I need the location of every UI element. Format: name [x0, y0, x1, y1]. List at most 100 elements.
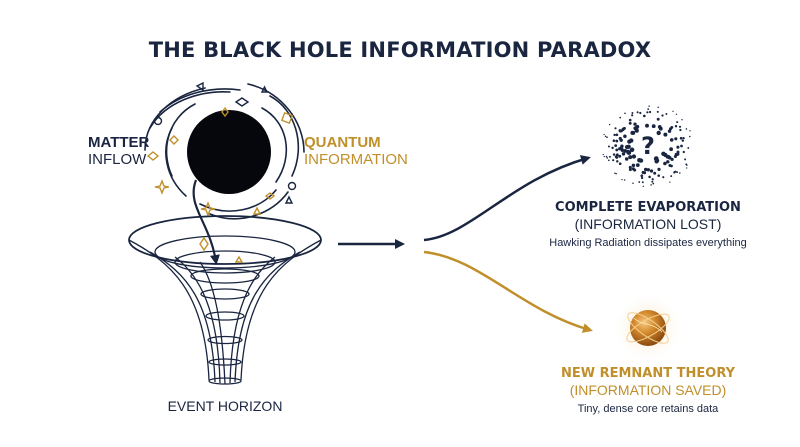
radiation-dot	[631, 154, 637, 159]
quantum-label-line2: INFORMATION	[304, 151, 408, 168]
radiation-dot	[628, 118, 632, 122]
radiation-dot	[612, 159, 615, 162]
radiation-dot	[631, 167, 635, 171]
radiation-dot	[608, 155, 611, 158]
radiation-dot	[628, 121, 632, 125]
matter-particles	[153, 81, 297, 204]
radiation-dot	[638, 181, 641, 183]
radiation-dot	[674, 137, 678, 141]
radiation-dot	[621, 152, 626, 156]
branch-arrow-saved	[423, 250, 593, 333]
radiation-dot	[623, 179, 626, 181]
radiation-dot	[676, 121, 679, 124]
radiation-dot	[653, 171, 657, 175]
radiation-dot	[656, 130, 661, 136]
radiation-dot	[687, 146, 690, 149]
radiation-dot	[656, 117, 660, 121]
radiation-dot	[680, 144, 683, 148]
radiation-dot	[606, 157, 609, 159]
radiation-dot	[605, 155, 608, 158]
radiation-dot	[641, 181, 644, 184]
radiation-dot	[639, 111, 642, 115]
radiation-dot	[642, 185, 644, 187]
radiation-dot	[618, 154, 622, 158]
remnant-subtitle: (INFORMATION SAVED)	[569, 382, 727, 398]
radiation-dot	[682, 150, 685, 154]
radiation-dot	[676, 171, 678, 174]
radiation-dot	[681, 139, 685, 142]
remnant-sphere-icon	[612, 292, 684, 364]
matter-inflow-label: MATTER INFLOW	[88, 134, 149, 168]
radiation-dot	[669, 181, 671, 183]
radiation-dot	[633, 122, 637, 126]
radiation-dot	[614, 127, 617, 130]
radiation-dot	[674, 152, 678, 156]
radiation-dot	[613, 133, 616, 137]
radiation-dot	[673, 170, 676, 174]
radiation-dot	[652, 182, 655, 185]
hawking-radiation-cloud	[602, 105, 691, 187]
radiation-dot	[629, 147, 635, 153]
radiation-dot	[602, 153, 604, 156]
radiation-dot	[653, 156, 659, 162]
radiation-dot	[631, 114, 634, 117]
radiation-dot	[622, 126, 626, 130]
radiation-dot	[656, 110, 659, 113]
radiation-dot	[614, 144, 618, 147]
radiation-dot	[651, 124, 656, 129]
radiation-dot	[657, 125, 662, 129]
radiation-dot	[686, 167, 688, 169]
event-horizon-funnel	[128, 215, 322, 385]
question-mark-icon: ?	[641, 132, 655, 160]
radiation-dot	[626, 150, 631, 155]
quantum-information-label: QUANTUM INFORMATION	[304, 134, 408, 168]
quantum-particles	[146, 106, 294, 217]
radiation-dot	[632, 182, 634, 184]
radiation-dot	[641, 170, 645, 174]
radiation-dot	[640, 176, 644, 180]
radiation-dot	[624, 112, 626, 115]
radiation-dot	[615, 156, 619, 159]
radiation-dot	[615, 133, 619, 137]
radiation-dot	[663, 161, 667, 166]
radiation-dot	[643, 167, 648, 172]
radiation-dot	[650, 184, 652, 186]
radiation-dot	[628, 155, 633, 160]
evaporation-subtitle: (INFORMATION LOST)	[574, 216, 722, 232]
radiation-dot	[618, 129, 622, 132]
radiation-dot	[624, 144, 630, 150]
radiation-dot	[665, 154, 670, 159]
radiation-dot	[679, 128, 682, 132]
radiation-dot	[627, 139, 632, 144]
radiation-dot	[642, 114, 646, 118]
radiation-dot	[682, 136, 685, 140]
radiation-dot	[689, 130, 691, 132]
remnant-title: NEW REMNANT THEORY	[560, 366, 736, 381]
radiation-dot	[681, 119, 683, 121]
diagram-title: THE BLACK HOLE INFORMATION PARADOX	[148, 38, 652, 62]
radiation-dot	[647, 108, 650, 111]
branch-arrow-lost	[423, 155, 591, 242]
radiation-dot	[619, 116, 622, 119]
radiation-dot	[628, 168, 632, 172]
radiation-dot	[676, 150, 680, 154]
radiation-dot	[612, 139, 616, 142]
radiation-dot	[608, 123, 611, 126]
radiation-dot	[648, 105, 650, 107]
radiation-dot	[636, 111, 639, 114]
radiation-dot	[676, 145, 680, 149]
radiation-dot	[635, 163, 640, 167]
radiation-dot	[649, 110, 652, 114]
radiation-dot	[631, 112, 634, 114]
radiation-dot	[679, 172, 681, 174]
radiation-dot	[662, 176, 665, 179]
radiation-dot	[666, 160, 670, 164]
radiation-dot	[657, 174, 660, 177]
radiation-dot	[649, 169, 654, 173]
radiation-dot	[657, 106, 659, 109]
radiation-dot	[637, 158, 642, 163]
radiation-dot	[615, 148, 619, 152]
radiation-dot	[621, 178, 623, 181]
radiation-dot	[668, 164, 672, 167]
